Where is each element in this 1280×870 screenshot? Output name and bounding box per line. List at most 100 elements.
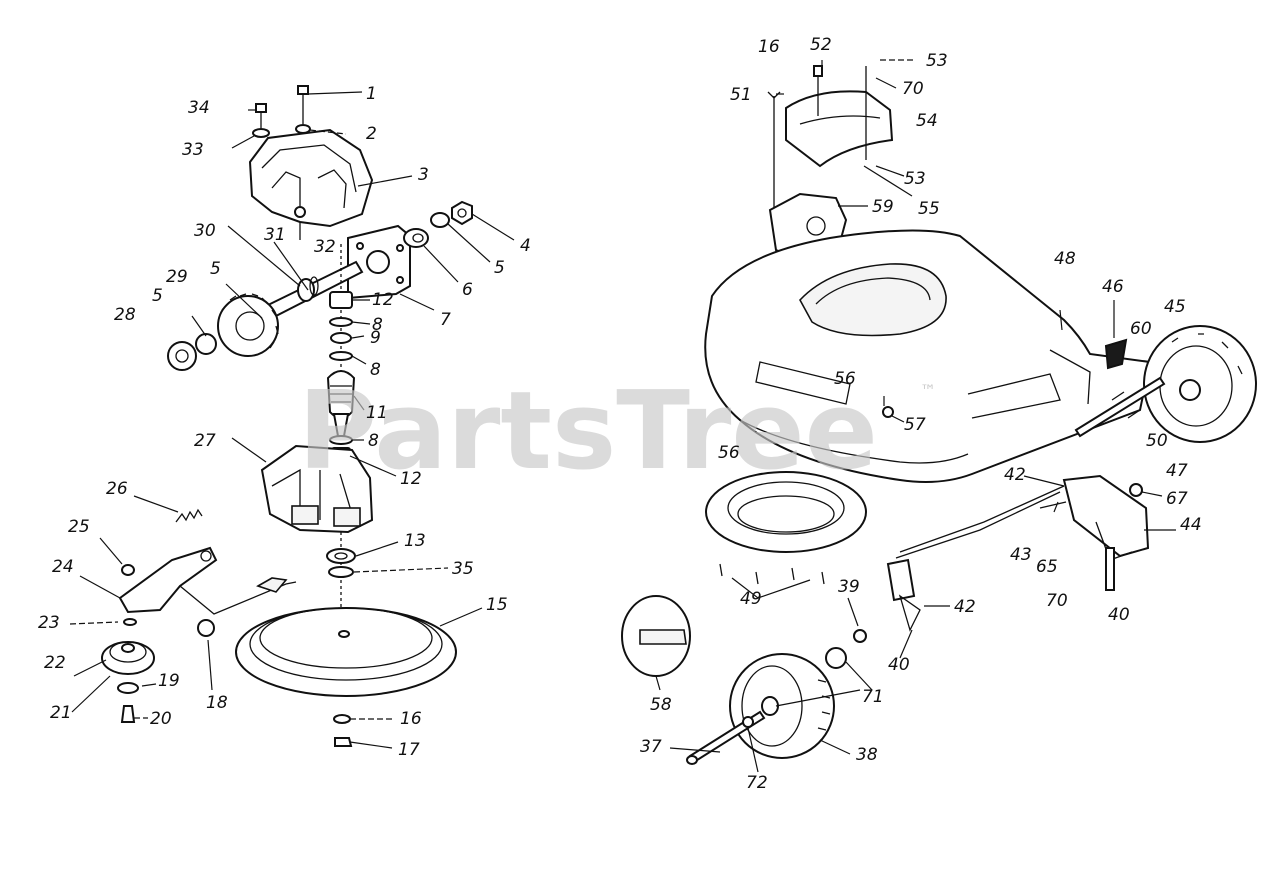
washer-23[interactable]	[123, 618, 137, 626]
washer-57[interactable]	[882, 406, 894, 418]
callout-9: 9	[370, 328, 381, 348]
bracket-plate[interactable]	[347, 224, 411, 300]
washer-2[interactable]	[295, 124, 311, 134]
nut-67[interactable]	[1129, 483, 1143, 497]
drive-gear[interactable]	[217, 293, 279, 357]
worm-gear-11[interactable]	[326, 370, 356, 437]
bearing-6[interactable]	[403, 228, 429, 248]
seal-5-left[interactable]	[195, 333, 217, 355]
bolt-40-rear[interactable]	[1105, 547, 1115, 591]
mulch-plug[interactable]	[621, 595, 691, 677]
callout-30: 30	[194, 221, 216, 241]
front-wheel[interactable]	[729, 653, 835, 759]
callout-7: 7	[440, 310, 451, 330]
height-adjuster[interactable]	[886, 485, 1065, 632]
callout-5-mid: 5	[210, 259, 221, 279]
callout-56-deck: 56	[834, 369, 856, 389]
washer-72[interactable]	[742, 716, 754, 728]
callout-26: 26	[106, 479, 128, 499]
bearing-28[interactable]	[167, 341, 197, 371]
bolt-34[interactable]	[255, 103, 267, 128]
washer-16[interactable]	[333, 714, 351, 724]
washer-39[interactable]	[853, 629, 867, 643]
callout-43: 43	[1010, 545, 1032, 565]
rear-wheel[interactable]	[1143, 325, 1257, 443]
callout-50: 50	[1146, 431, 1168, 451]
callout-18: 18	[206, 693, 228, 713]
callout-25: 25	[68, 517, 90, 537]
axle-shaft[interactable]	[264, 260, 364, 320]
callout-51: 51	[730, 85, 752, 105]
washer-33[interactable]	[252, 128, 270, 138]
bearing-13[interactable]	[326, 548, 356, 564]
callout-5-left: 5	[152, 286, 163, 306]
callout-39: 39	[838, 577, 860, 597]
gearbox-housing[interactable]	[260, 444, 374, 534]
washer-8-b[interactable]	[329, 351, 353, 361]
callout-27: 27	[194, 431, 216, 451]
callout-42-right: 42	[1004, 465, 1026, 485]
callout-40-right: 40	[1108, 605, 1130, 625]
callout-8-a: 8	[372, 315, 383, 335]
callout-53-top: 53	[926, 51, 948, 71]
callout-6: 6	[462, 280, 473, 300]
callout-12-upper: 12	[372, 290, 394, 310]
washer-19[interactable]	[117, 682, 139, 694]
seal-5-right[interactable]	[430, 212, 450, 228]
callout-13: 13	[404, 531, 426, 551]
nut-4[interactable]	[451, 200, 473, 226]
bushing-12-upper[interactable]	[329, 291, 353, 309]
callout-52: 52	[810, 35, 832, 55]
rear-axle-50[interactable]	[1074, 376, 1166, 438]
baffle-ring[interactable]	[705, 471, 867, 553]
watermark-trademark: ™	[920, 381, 936, 400]
bolt-52[interactable]	[813, 65, 823, 77]
gearbox-cover[interactable]	[248, 128, 374, 240]
callout-71: 71	[862, 687, 884, 707]
callout-55: 55	[918, 199, 940, 219]
callout-16-right: 16	[758, 37, 780, 57]
nut-17[interactable]	[334, 737, 353, 747]
callout-16-left: 16	[400, 709, 422, 729]
spacer-18[interactable]	[197, 619, 215, 637]
leader-lines	[69, 59, 1176, 773]
callout-34: 34	[188, 98, 210, 118]
callout-12-lower: 12	[400, 469, 422, 489]
bolt-1[interactable]	[297, 85, 309, 124]
callout-24: 24	[52, 557, 74, 577]
belt-cover[interactable]	[785, 90, 894, 168]
callout-59: 59	[872, 197, 894, 217]
idler-pulley[interactable]	[101, 641, 155, 675]
ring-9[interactable]	[330, 332, 352, 344]
drive-pulley[interactable]	[235, 607, 457, 697]
callout-40-left: 40	[888, 655, 910, 675]
callout-33: 33	[182, 140, 204, 160]
idler-arm[interactable]	[118, 546, 297, 615]
callout-labels: 1 2 3 4 5 6 7 12 8 9 8 11 8 12 13 35 15 …	[38, 35, 1202, 793]
callout-38: 38	[856, 745, 878, 765]
mower-deck[interactable]	[704, 229, 1152, 483]
callout-70-top: 70	[902, 79, 924, 99]
callout-23: 23	[38, 613, 60, 633]
callout-17: 17	[398, 740, 420, 760]
callout-49: 49	[740, 589, 762, 609]
deck-assembly	[621, 65, 1257, 765]
spring-26[interactable]	[175, 508, 203, 523]
washer-35[interactable]	[328, 566, 354, 578]
bolt-20[interactable]	[120, 705, 136, 723]
callout-1: 1	[366, 84, 377, 104]
washer-8-a[interactable]	[329, 317, 353, 327]
callout-11: 11	[366, 403, 388, 423]
plug-46[interactable]	[1104, 338, 1128, 370]
callout-72: 72	[746, 773, 768, 793]
callout-47: 47	[1166, 461, 1188, 481]
callout-29: 29	[166, 267, 188, 287]
spacer-25[interactable]	[121, 564, 135, 576]
spacer-71[interactable]	[825, 647, 847, 669]
callout-37: 37	[640, 737, 662, 757]
callout-58: 58	[650, 695, 672, 715]
screws-49[interactable]	[719, 563, 825, 599]
callout-44: 44	[1180, 515, 1202, 535]
wing-screw-51[interactable]	[767, 91, 781, 99]
callout-22: 22	[44, 653, 66, 673]
